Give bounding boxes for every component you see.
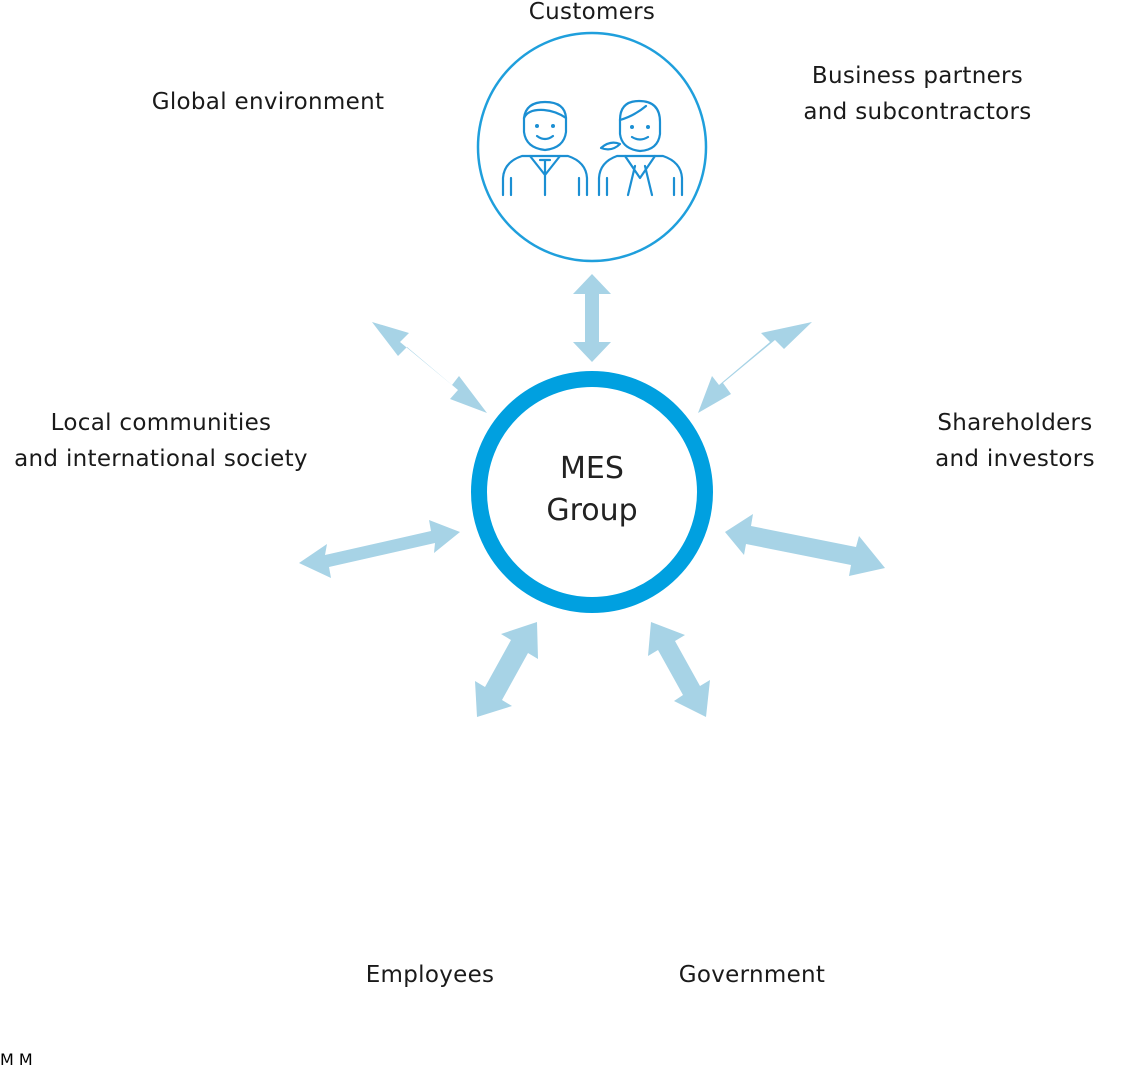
arrow-partners — [698, 322, 812, 413]
shareholders-label: Shareholders and investors — [900, 405, 1130, 477]
employees-circle: M M — [0, 1050, 33, 1069]
communities-line1: Local communities — [50, 410, 272, 436]
shareholders-line2: and investors — [935, 446, 1095, 472]
shareholders-line1: Shareholders — [937, 410, 1093, 436]
helmet-letter-right: M — [18, 1050, 33, 1069]
partners-label: Business partners and subcontractors — [770, 58, 1065, 130]
mes-group-ring — [471, 371, 713, 613]
helmet-icon-right: M — [19, 1050, 33, 1069]
workers-icon: M M — [0, 1050, 33, 1069]
customers-label: Customers — [528, 0, 656, 25]
environment-label: Global environment — [151, 89, 385, 115]
partners-line1: Business partners — [811, 63, 1024, 89]
arrow-environment — [372, 322, 487, 413]
government-label: Government — [678, 962, 826, 988]
customers-circle — [476, 31, 708, 263]
arrows — [299, 274, 885, 717]
communities-line2: and international society — [14, 446, 308, 472]
center-line1: MES — [560, 451, 624, 486]
customers-icon — [501, 99, 684, 197]
center-label: MES Group — [487, 448, 697, 532]
arrow-communities — [299, 520, 460, 578]
customers-node — [476, 31, 708, 263]
diagram-canvas — [299, 31, 885, 717]
employees-node: M M — [0, 1050, 33, 1069]
arrow-customers — [573, 274, 611, 362]
communities-label: Local communities and international soci… — [0, 405, 322, 477]
helmet-letter-left: M — [0, 1050, 14, 1069]
employees-label: Employees — [365, 962, 495, 988]
arrow-government — [648, 622, 710, 717]
partners-line2: and subcontractors — [803, 99, 1032, 125]
arrow-employees — [475, 622, 538, 717]
arrow-shareholders — [725, 514, 885, 576]
helmet-icon: M M — [0, 1050, 33, 1069]
center-line2: Group — [546, 493, 638, 528]
